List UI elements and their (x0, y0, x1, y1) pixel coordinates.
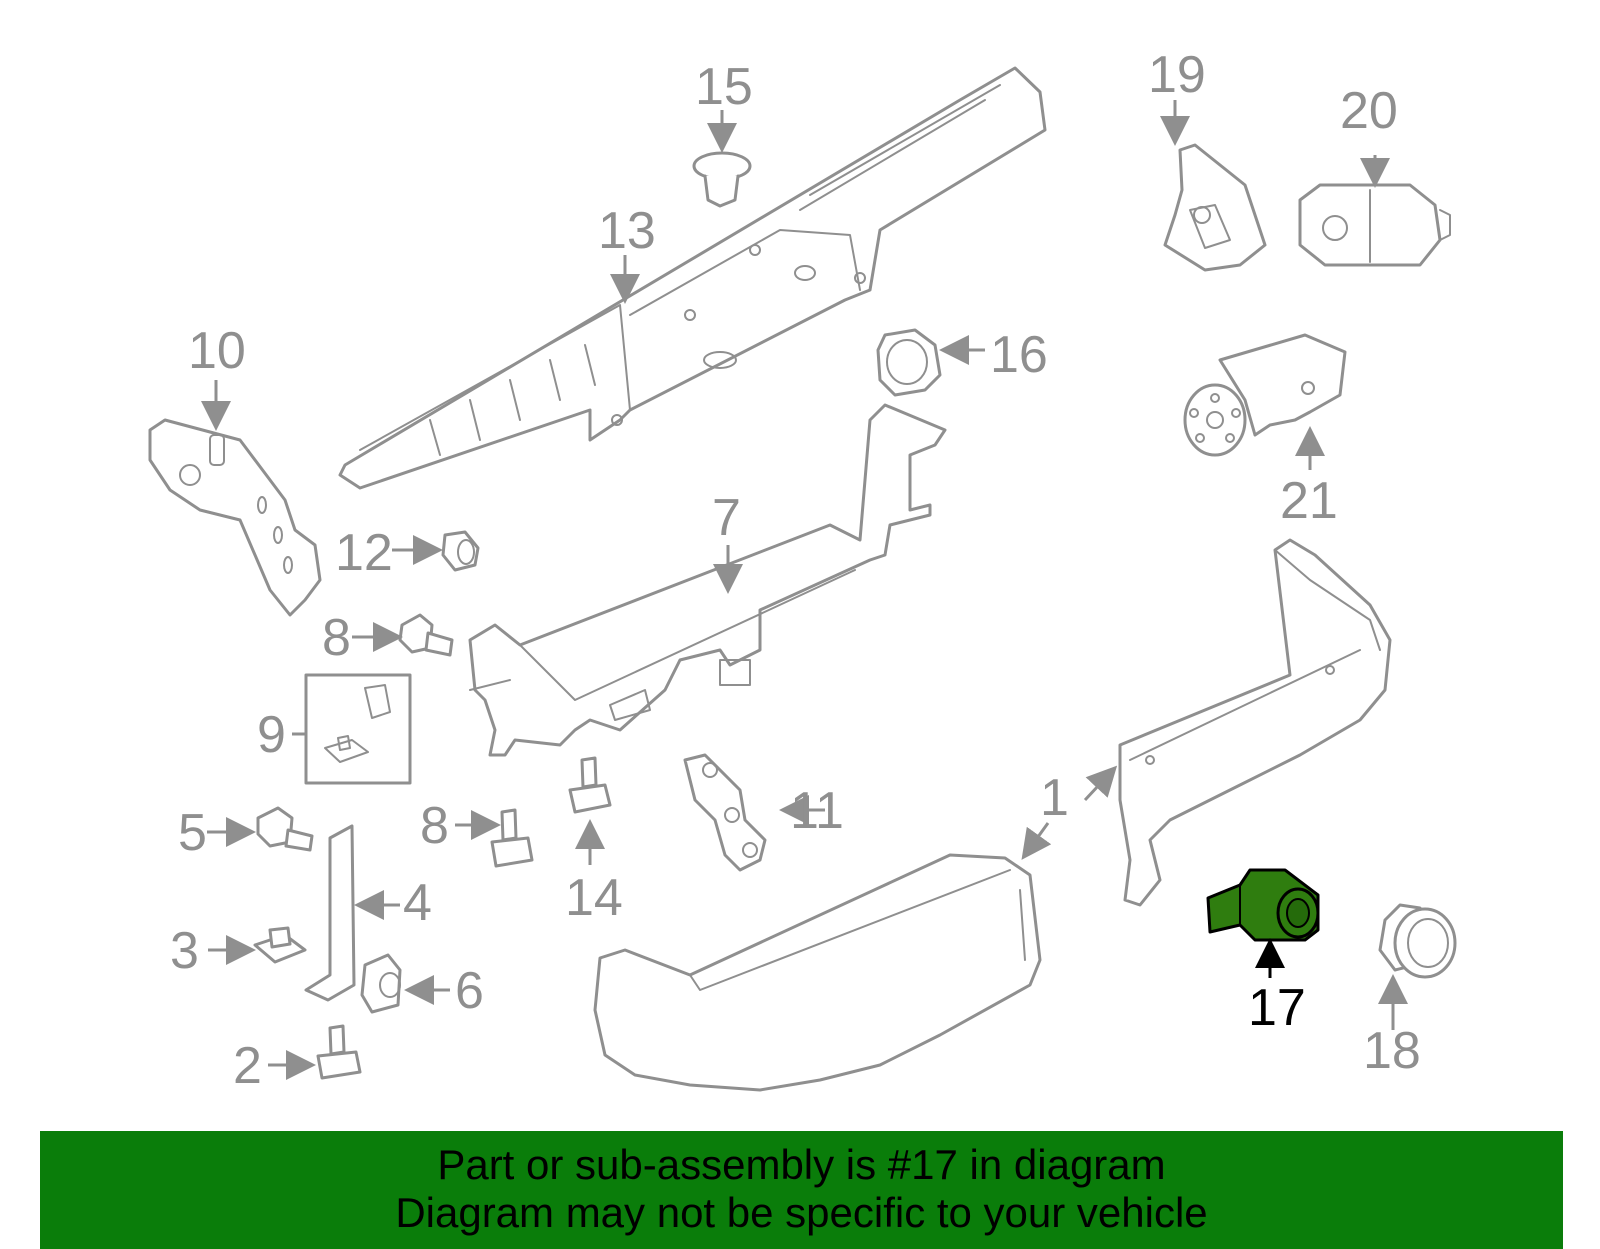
callout-8-upper: 8 (322, 609, 351, 667)
callout-11: 11 (790, 782, 844, 840)
callout-14: 14 (565, 869, 623, 927)
callout-labels: 15 13 19 20 10 16 21 12 7 8 9 11 8 1 14 … (170, 46, 1421, 1095)
callout-2: 2 (233, 1037, 262, 1095)
hitch-receiver-part-7[interactable] (468, 403, 947, 757)
rear-bumper-part-1[interactable] (593, 538, 1392, 1092)
bracket-part-10[interactable] (148, 418, 322, 617)
license-lamp-part-20[interactable] (1298, 183, 1451, 267)
callout-1: 1 (1040, 769, 1069, 827)
push-pin-part-15[interactable] (692, 151, 752, 208)
callout-8-lower: 8 (420, 797, 449, 855)
reinforcement-part-4[interactable] (304, 824, 356, 1002)
bracket-part-11[interactable] (683, 753, 767, 872)
callout-9: 9 (257, 706, 286, 764)
callout-12: 12 (335, 524, 393, 582)
bolt-part-2[interactable] (316, 1024, 362, 1080)
sensor-bezel-part-18[interactable] (1378, 903, 1457, 979)
callout-10: 10 (188, 322, 246, 380)
callout-7: 7 (712, 489, 741, 547)
callout-18: 18 (1363, 1022, 1421, 1080)
callout-15: 15 (695, 58, 753, 116)
parking-sensor-part-17[interactable] (1206, 868, 1320, 942)
banner-line-part: Part or sub-assembly is #17 in diagram (437, 1141, 1166, 1188)
callout-17: 17 (1248, 979, 1306, 1037)
step-bumper-part-13[interactable] (338, 66, 1047, 490)
info-banner: Part or sub-assembly is #17 in diagram D… (40, 1131, 1563, 1249)
callout-16: 16 (990, 326, 1048, 384)
seven-pin-connector-part-21[interactable] (1183, 333, 1347, 457)
callout-5: 5 (178, 804, 207, 862)
bolt-part-5[interactable] (256, 806, 314, 852)
nut-kit-part-9[interactable] (304, 673, 412, 785)
callout-4: 4 (403, 874, 432, 932)
callout-13: 13 (598, 202, 656, 260)
leader-arrows (201, 100, 1408, 1080)
callout-6: 6 (455, 962, 484, 1020)
callout-19: 19 (1148, 46, 1206, 104)
callout-20: 20 (1340, 82, 1398, 140)
clip-nut-part-6[interactable] (360, 953, 402, 1014)
callout-3: 3 (170, 922, 199, 980)
banner-line-disclaimer: Diagram may not be specific to your vehi… (395, 1189, 1208, 1236)
clip-nut-part-3[interactable] (253, 926, 307, 964)
trailer-connector-part-19[interactable] (1163, 143, 1267, 272)
grommet-part-16[interactable] (876, 328, 942, 397)
bolt-part-14[interactable] (568, 756, 612, 814)
bolt-part-8-upper[interactable] (398, 613, 454, 657)
callout-21: 21 (1280, 472, 1338, 530)
bolt-part-8-lower[interactable] (490, 808, 534, 868)
nut-part-12[interactable] (441, 530, 480, 572)
